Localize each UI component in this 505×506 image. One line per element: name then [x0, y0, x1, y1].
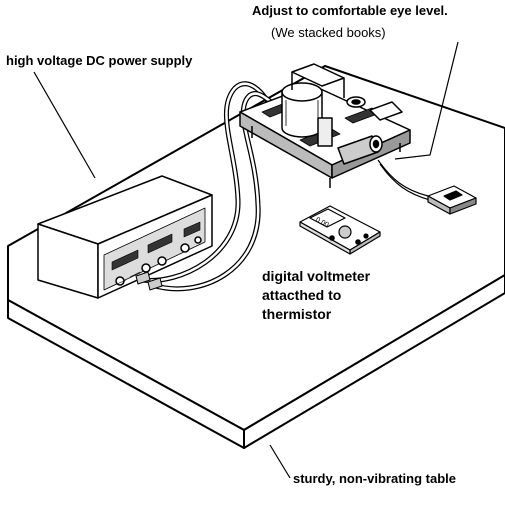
label-voltmeter-line-2: attacthed to — [262, 287, 342, 303]
table — [7, 65, 505, 449]
apparatus — [239, 63, 411, 188]
psu-display-right — [183, 221, 201, 238]
thermistor-lead — [377, 159, 431, 201]
micrometer — [317, 117, 333, 147]
label-voltmeter-line-3: thermistor — [262, 306, 332, 322]
table-side-edge — [243, 274, 505, 449]
leader-table — [269, 444, 291, 479]
banana-plug-2 — [147, 277, 163, 291]
label-stacked-books: (We stacked books) — [271, 25, 386, 40]
thermistor-box — [427, 185, 477, 215]
leader-psu — [33, 71, 96, 179]
power-supply — [37, 175, 213, 299]
label-adjust-eye-level: Adjust to comfortable eye level. — [252, 3, 448, 18]
psu-knob-4 — [180, 243, 190, 253]
label-voltmeter-line-1: digital voltmeter — [262, 268, 371, 284]
leader-adjust — [394, 41, 459, 160]
psu-knob-5 — [194, 236, 202, 244]
psu-display-left — [111, 249, 139, 271]
oven-cylinder — [281, 82, 323, 138]
leader-lines — [33, 41, 459, 479]
cables — [135, 81, 279, 292]
label-table: sturdy, non-vibrating table — [293, 471, 456, 486]
voltmeter-screen — [309, 208, 346, 228]
voltmeter — [299, 205, 381, 255]
banana-plug-1 — [135, 271, 151, 285]
psu-display-mid — [147, 233, 173, 254]
label-power-supply: high voltage DC power supply — [6, 53, 193, 68]
psu-knob-3 — [157, 256, 167, 266]
psu-knob-2 — [141, 263, 151, 273]
voltmeter-dial — [338, 225, 352, 239]
